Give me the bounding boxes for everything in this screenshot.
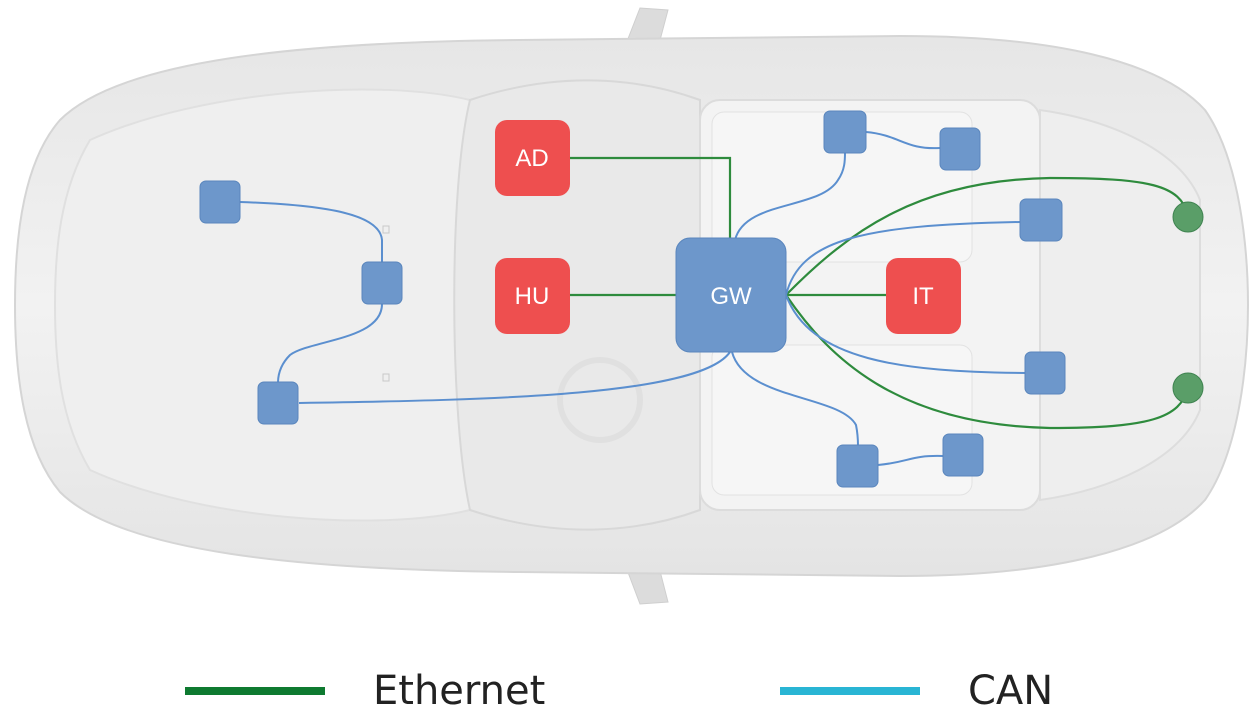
ecu-ad-box	[495, 120, 570, 196]
marker-small-2	[382, 373, 390, 382]
ethernet-wire-ad-gw	[570, 156, 732, 240]
can-node-rear-top-2	[939, 127, 981, 171]
ecu-ad: AD	[495, 120, 570, 196]
legend-ethernet-line	[185, 687, 325, 695]
ecu-it: IT	[886, 258, 961, 334]
ecu-hu-label: HU	[515, 283, 550, 310]
legend-ethernet-label: Ethernet	[373, 668, 546, 714]
hood-outline	[53, 88, 471, 522]
can-wires	[239, 131, 1027, 466]
steering-wheel	[557, 357, 643, 443]
can-node-rear-bottom-1	[836, 444, 879, 488]
can-wire-1	[239, 201, 383, 262]
can-node-rear-bottom-2	[942, 433, 984, 477]
can-node-rear-upper	[1019, 198, 1063, 242]
marker-small-1	[382, 225, 390, 234]
can-node-front-right	[257, 381, 299, 425]
gateway: GW	[675, 237, 787, 353]
can-node-front-mid	[361, 261, 403, 305]
can-wire-2	[277, 303, 383, 384]
legend-can-label: CAN	[968, 668, 1054, 714]
ethernet-sensor-bottom	[1172, 372, 1204, 404]
can-wire-9	[877, 454, 944, 466]
legend-can-line	[780, 687, 920, 695]
can-node-rear-lower	[1024, 351, 1066, 395]
can-wire-4	[734, 151, 846, 241]
legend-ethernet: Ethernet	[185, 664, 545, 718]
ethernet-wire-gw-sensor-top	[785, 176, 1190, 296]
ecu-ad-label: AD	[515, 145, 548, 172]
can-wire-6	[785, 221, 1021, 296]
can-nodes	[199, 110, 1066, 488]
rear-deck	[1039, 108, 1201, 502]
gateway-label: GW	[710, 283, 752, 310]
ethernet-sensor-top	[1172, 201, 1204, 233]
can-node-rear-top-1	[823, 110, 867, 154]
can-wire-7	[785, 294, 1027, 374]
ecu-it-label: IT	[912, 283, 934, 310]
ethernet-wires	[570, 156, 1190, 430]
can-wire-5	[865, 131, 941, 150]
ecu-hu-box	[495, 258, 570, 334]
can-node-front-left	[199, 180, 241, 224]
gateway-box	[675, 237, 787, 353]
ethernet-wire-gw-sensor-bottom	[785, 294, 1190, 430]
car-silhouette	[13, 7, 1250, 605]
ecu-hu: HU	[495, 258, 570, 334]
can-wire-3	[298, 351, 731, 404]
can-wire-8	[731, 351, 859, 447]
ecu-it-box	[886, 258, 961, 334]
legend-can: CAN	[780, 664, 1053, 718]
cabin-outline	[453, 79, 701, 531]
